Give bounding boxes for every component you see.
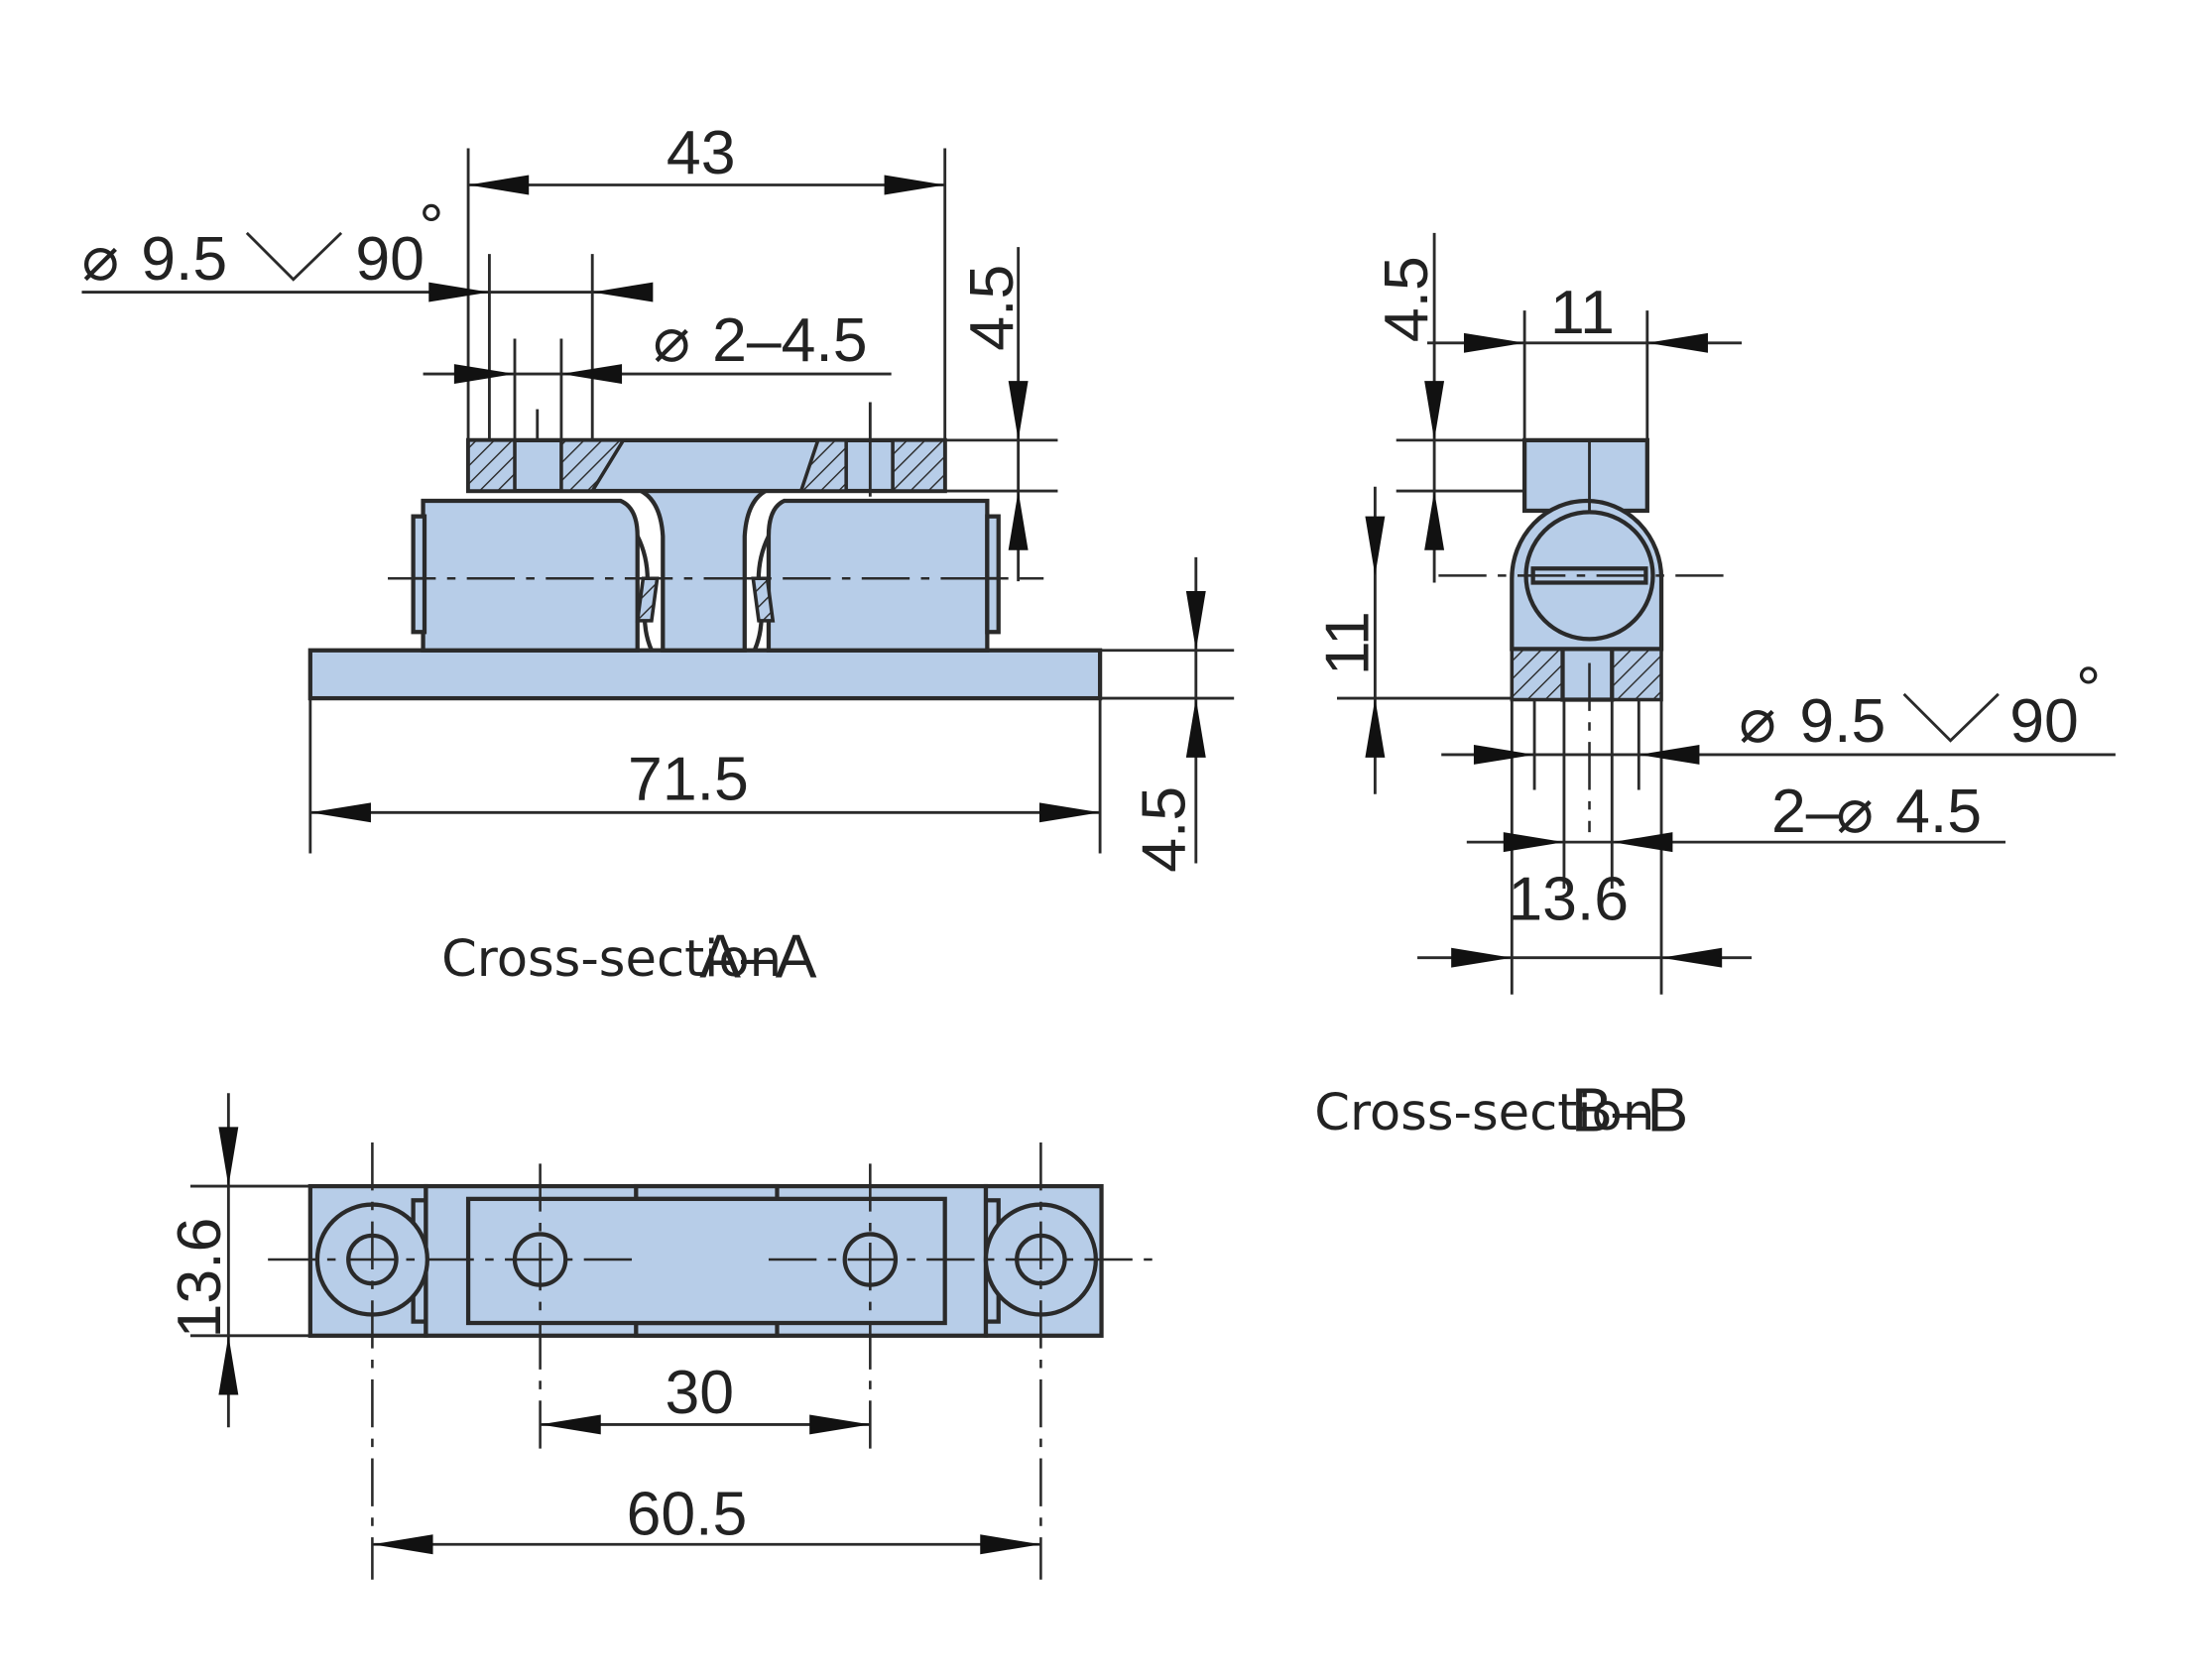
section-a-base-plate xyxy=(307,648,1103,701)
section-b-base-bore xyxy=(1560,647,1615,702)
dim-b-base-width: 13.6 xyxy=(1508,864,1629,933)
section-a-view: 43 ⌀ 9.5 90 ° ⌀ 2–4.5 4.5 71.5 4.5 Cross… xyxy=(81,118,1235,992)
dim-plate-thickness: 4.5 xyxy=(957,265,1027,351)
section-a-right-block xyxy=(766,498,990,653)
dim-countersink-dia: 9.5 xyxy=(141,224,227,294)
section-a-center-stem xyxy=(627,484,780,653)
dim-b-width: 11 xyxy=(1550,278,1615,347)
dim-b-top-thickness: 4.5 xyxy=(1372,256,1441,342)
dim-base-thickness: 4.5 xyxy=(1129,786,1198,873)
section-a-caption-id: A–A xyxy=(699,922,817,992)
plan-view: 13.6 30 60.5 xyxy=(165,1093,1164,1580)
section-a-left-countersink xyxy=(466,438,627,493)
section-a-left-block xyxy=(421,498,640,653)
dim-b-height: 11 xyxy=(1312,611,1382,675)
degree-symbol: ° xyxy=(419,191,443,261)
dim-plan-height: 13.6 xyxy=(165,1218,234,1339)
dim-b-countersink-angle: 90 xyxy=(2009,686,2079,756)
section-b-caption-id: B–B xyxy=(1571,1076,1688,1145)
section-b-view: 11 4.5 11 ⌀ 9.5 90 ° 2– ⌀ 4.5 13.6 Cross xyxy=(1312,232,2116,1145)
dim-holes-symbol: ⌀ xyxy=(653,305,690,375)
section-a-left-tab xyxy=(411,514,427,635)
dim-countersink-angle: 90 xyxy=(355,224,425,294)
dim-holes: 2–4.5 xyxy=(712,305,868,375)
section-a-caption-word: Cross-section xyxy=(441,929,782,989)
section-a-top-plate xyxy=(465,437,947,494)
dim-b-countersink-symbol: ⌀ xyxy=(1739,686,1776,756)
countersink-angle-symbol xyxy=(245,231,343,282)
dim-countersink-symbol: ⌀ xyxy=(81,224,119,294)
dim-b-countersink-dia: 9.5 xyxy=(1799,686,1885,756)
dim-b-holes-symbol: ⌀ xyxy=(1836,777,1874,846)
section-b-caption-word: Cross-section xyxy=(1314,1083,1654,1142)
dim-plan-outer-pitch: 60.5 xyxy=(627,1479,748,1548)
dim-b-holes: 4.5 xyxy=(1895,777,1982,846)
dim-top-width: 43 xyxy=(667,118,736,187)
dim-overall-length: 71.5 xyxy=(628,744,749,813)
b-degree-symbol: ° xyxy=(2076,654,2101,723)
b-countersink-angle-symbol xyxy=(1902,692,2000,743)
dim-plan-inner-pitch: 30 xyxy=(665,1358,734,1427)
section-a-right-tab xyxy=(985,514,1001,635)
dim-b-holes-prefix: 2– xyxy=(1771,777,1841,846)
